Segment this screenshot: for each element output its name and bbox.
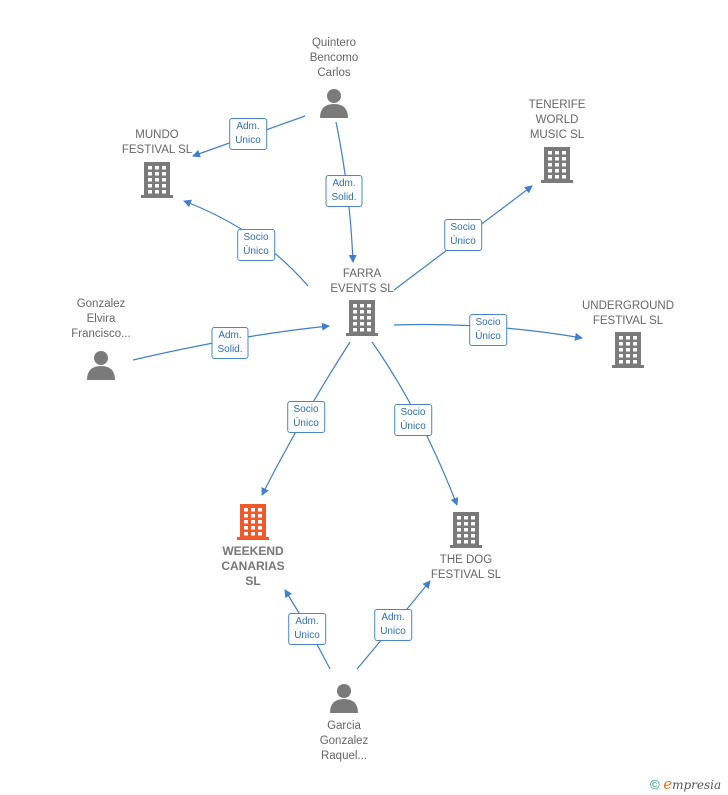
building-icon[interactable] [450,512,482,553]
edge-label[interactable]: Socio Único [469,314,507,346]
edge-label[interactable]: Adm. Solid. [325,175,363,207]
node-label-thedog[interactable]: THE DOG FESTIVAL SL [430,554,502,581]
footer: © empresia [650,775,721,793]
edge-label[interactable]: Adm. Unico [288,613,326,645]
person-icon[interactable] [329,683,359,718]
node-label-tenerife[interactable]: TENERIFE WORLD MUSIC SL [528,99,586,141]
node-label-mundo[interactable]: MUNDO FESTIVAL SL [121,129,193,156]
node-label-farra[interactable]: FARRA EVENTS SL [330,268,394,295]
edge-label[interactable]: Socio Único [287,401,325,433]
node-label-weekend[interactable]: WEEKEND CANARIAS SL [221,544,285,588]
person-icon[interactable] [319,88,349,123]
edge-label[interactable]: Adm. Unico [374,609,412,641]
building-icon[interactable] [237,504,269,545]
building-icon[interactable] [541,147,573,188]
brand-logo[interactable]: empresia [663,775,722,793]
edge-label[interactable]: Socio Único [394,404,432,436]
node-label-underground[interactable]: UNDERGROUND FESTIVAL SL [582,300,674,327]
building-icon[interactable] [346,300,378,341]
node-label-gonzalez[interactable]: Gonzalez Elvira Francisco... [71,298,131,340]
building-icon[interactable] [612,332,644,373]
edge-label[interactable]: Adm. Unico [229,118,267,150]
node-label-garcia[interactable]: Garcia Gonzalez Raquel... [319,720,369,762]
copyright-icon: © [650,777,660,792]
building-icon[interactable] [141,162,173,203]
edge-label[interactable]: Socio Único [444,219,482,251]
edge-label[interactable]: Socio Único [237,229,275,261]
node-label-quintero[interactable]: Quintero Bencomo Carlos [309,37,359,79]
person-icon[interactable] [86,350,116,385]
edge-label[interactable]: Adm. Solid. [211,327,249,359]
